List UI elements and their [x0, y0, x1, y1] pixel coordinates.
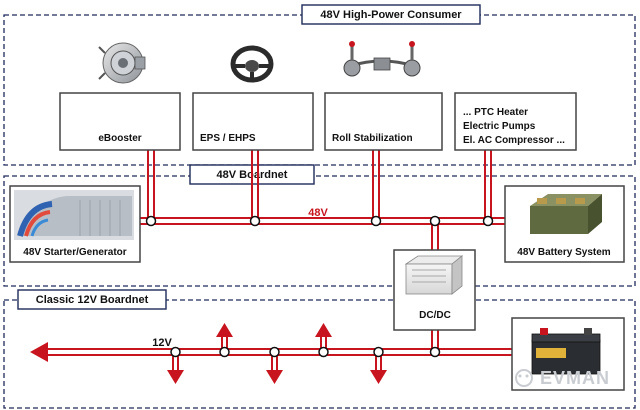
car-battery-icon	[531, 328, 601, 375]
starter-generator-box: 48V Starter/Generator	[9, 185, 141, 263]
consumer-box-eps: EPS / EHPS	[192, 92, 314, 151]
consumer-label-ebooster: eBooster	[98, 133, 141, 144]
bus-junction-nodes	[145, 215, 494, 358]
boardnet12-region-frame	[3, 299, 636, 409]
roll-stabilizer-icon	[343, 41, 421, 77]
steering-wheel-icon	[230, 45, 274, 83]
bus-12v-left-arrow	[30, 342, 48, 362]
boardnet12-region-title: Classic 12V Boardnet	[17, 289, 167, 310]
bus-12v-label: 12V	[152, 337, 172, 349]
battery48-box: 48V Battery System	[504, 185, 625, 263]
consumer-label-misc-line3: El. AC Compressor ...	[463, 135, 565, 146]
consumer-label-eps: EPS / EHPS	[200, 133, 256, 144]
consumer-region-title: 48V High-Power Consumer	[301, 4, 481, 25]
dcdc-box: DC/DC	[393, 249, 476, 331]
consumer-box-misc: ... PTC Heater Electric Pumps El. AC Com…	[454, 92, 577, 151]
consumer-label-roll-stabilization: Roll Stabilization	[332, 133, 413, 144]
bus-48v-wiring	[140, 150, 505, 250]
consumer-label-misc-line2: Electric Pumps	[463, 121, 536, 132]
dcdc-label: DC/DC	[419, 310, 451, 321]
consumer-label-misc-line1: ... PTC Heater	[463, 107, 528, 118]
battery48-label: 48V Battery System	[517, 247, 610, 258]
battery-pack-icon	[530, 194, 602, 234]
bus-48v-label: 48V	[308, 207, 328, 219]
battery12-box	[511, 317, 625, 391]
bus-12v-branch-arrows	[167, 323, 387, 384]
boardnet48-region-frame	[3, 175, 636, 287]
watermark-text: EVMAN	[540, 368, 610, 388]
watermark: EVMAN	[515, 368, 610, 388]
dcdc-converter-icon	[404, 255, 464, 295]
starter-generator-label: 48V Starter/Generator	[23, 247, 126, 258]
ebooster-icon	[98, 42, 146, 84]
boardnet12-region-title-text: Classic 12V Boardnet	[36, 294, 149, 306]
consumer-box-roll-stabilization: Roll Stabilization	[324, 92, 443, 151]
consumer-region-title-text: 48V High-Power Consumer	[320, 9, 462, 21]
motor-icon	[14, 190, 134, 240]
consumer-box-ebooster: eBooster	[59, 92, 181, 151]
